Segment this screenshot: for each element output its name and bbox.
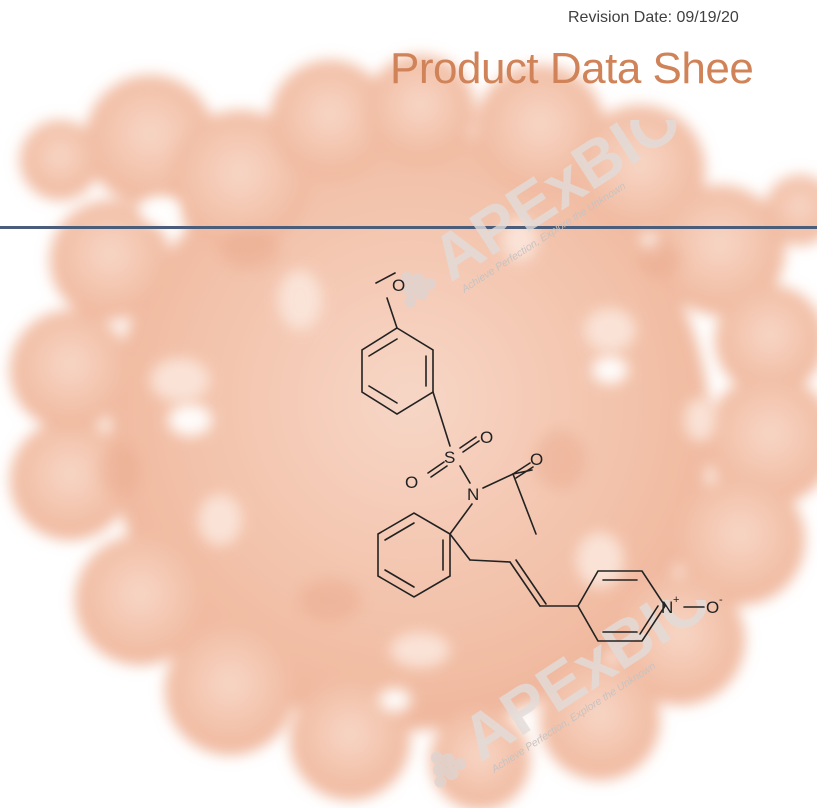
revision-date: Revision Date: 09/19/20	[568, 9, 739, 26]
atom-s: S	[444, 448, 455, 467]
watermark-logo-icon	[430, 751, 467, 788]
atom-o-methoxy: O	[392, 276, 405, 295]
methoxyphenyl-ring	[361, 327, 434, 415]
watermark-logo-icon	[400, 271, 437, 308]
pyridine-n-oxide-ring	[577, 570, 666, 642]
charge-plus: +	[673, 594, 679, 606]
atom-o-sulfonyl-2: O	[405, 473, 418, 492]
page-title: Product Data Shee	[390, 44, 754, 93]
atom-o-carbonyl: O	[530, 450, 543, 469]
phenyl-ring	[377, 512, 451, 598]
charge-minus: -	[719, 594, 723, 606]
atom-o-oxide: O	[706, 598, 719, 617]
atom-n-amide: N	[467, 485, 479, 504]
apexbio-watermark-top: APExBIO Achieve Perfection, Explore the …	[400, 120, 680, 308]
atom-n-pyridinium: N	[661, 598, 673, 617]
apexbio-watermark-bottom: APExBIO Achieve Perfection, Explore the …	[430, 600, 710, 788]
header-divider	[0, 226, 817, 229]
atom-o-sulfonyl-1: O	[480, 428, 493, 447]
